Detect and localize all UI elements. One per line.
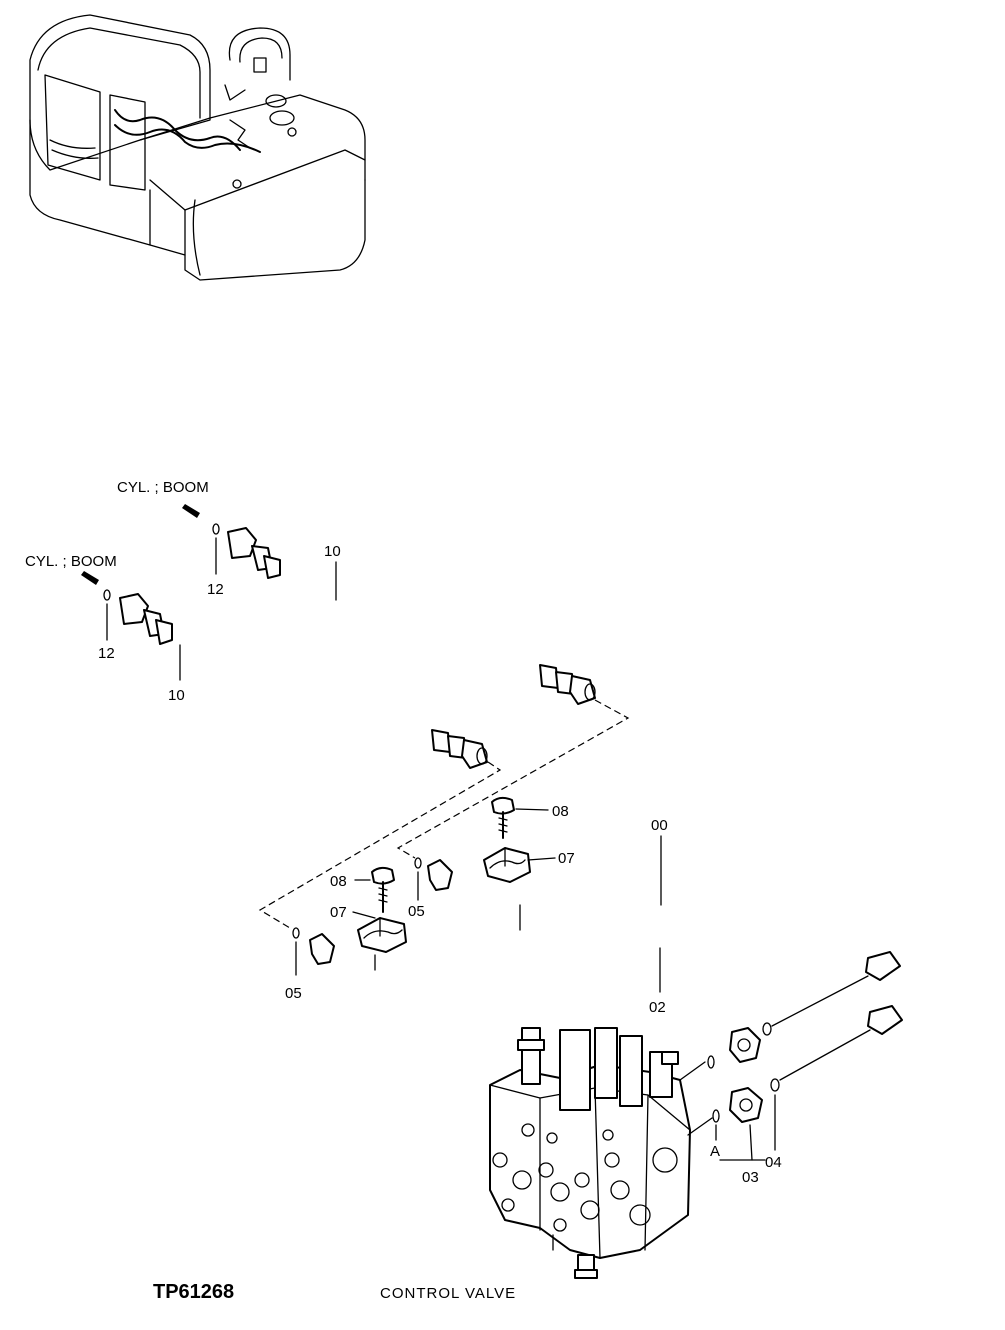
callout-03: 03 [742, 1169, 759, 1186]
callout-12: 12 [207, 581, 224, 598]
caption: CONTROL VALVE [380, 1285, 516, 1302]
clamp-07-upper [483, 847, 531, 883]
destination-group-upper: CYL. ; BOOM [117, 479, 209, 518]
o-ring-A-upper [707, 1055, 715, 1069]
callout-04: 04 [765, 1154, 782, 1171]
pipe-02 [309, 921, 964, 1038]
o-ring-05-lower [292, 927, 300, 939]
clamp-07-lower [357, 917, 407, 953]
bolt-08-lower [371, 866, 395, 913]
callout-00: 00 [651, 817, 668, 834]
control-valve-illustration [489, 1027, 713, 1279]
arrow-left-icon [81, 571, 99, 585]
callout-A: A [710, 1143, 720, 1160]
connection-lines [258, 699, 630, 929]
callout-10: 10 [324, 543, 341, 560]
o-ring-04-upper [762, 1022, 772, 1036]
hose-10-upper [227, 527, 596, 705]
arrow-left-icon [182, 504, 200, 518]
callout-07: 07 [558, 850, 575, 867]
callout-02: 02 [649, 999, 666, 1016]
callout-08: 08 [330, 873, 347, 890]
bolt-08-upper [491, 796, 515, 839]
o-ring-12-upper [212, 523, 220, 535]
o-ring-04-lower [770, 1078, 780, 1092]
destination-label: CYL. ; BOOM [117, 479, 209, 496]
destination-label: CYL. ; BOOM [25, 553, 117, 570]
adapter-03-upper [729, 1027, 761, 1063]
callout-05: 05 [408, 903, 425, 920]
o-ring-A-lower [712, 1109, 720, 1123]
excavator-overview-illustration [29, 14, 366, 281]
o-ring-05-upper [414, 857, 422, 869]
callout-10: 10 [168, 687, 185, 704]
hose-10-lower [119, 593, 488, 769]
o-ring-12-lower [103, 589, 111, 601]
adapter-03-lower [729, 1087, 763, 1123]
callout-05: 05 [285, 985, 302, 1002]
callout-12: 12 [98, 645, 115, 662]
callout-08: 08 [552, 803, 569, 820]
drawing-code: TP61268 [153, 1281, 234, 1303]
destination-group-lower: CYL. ; BOOM [25, 553, 117, 585]
callout-07: 07 [330, 904, 347, 921]
